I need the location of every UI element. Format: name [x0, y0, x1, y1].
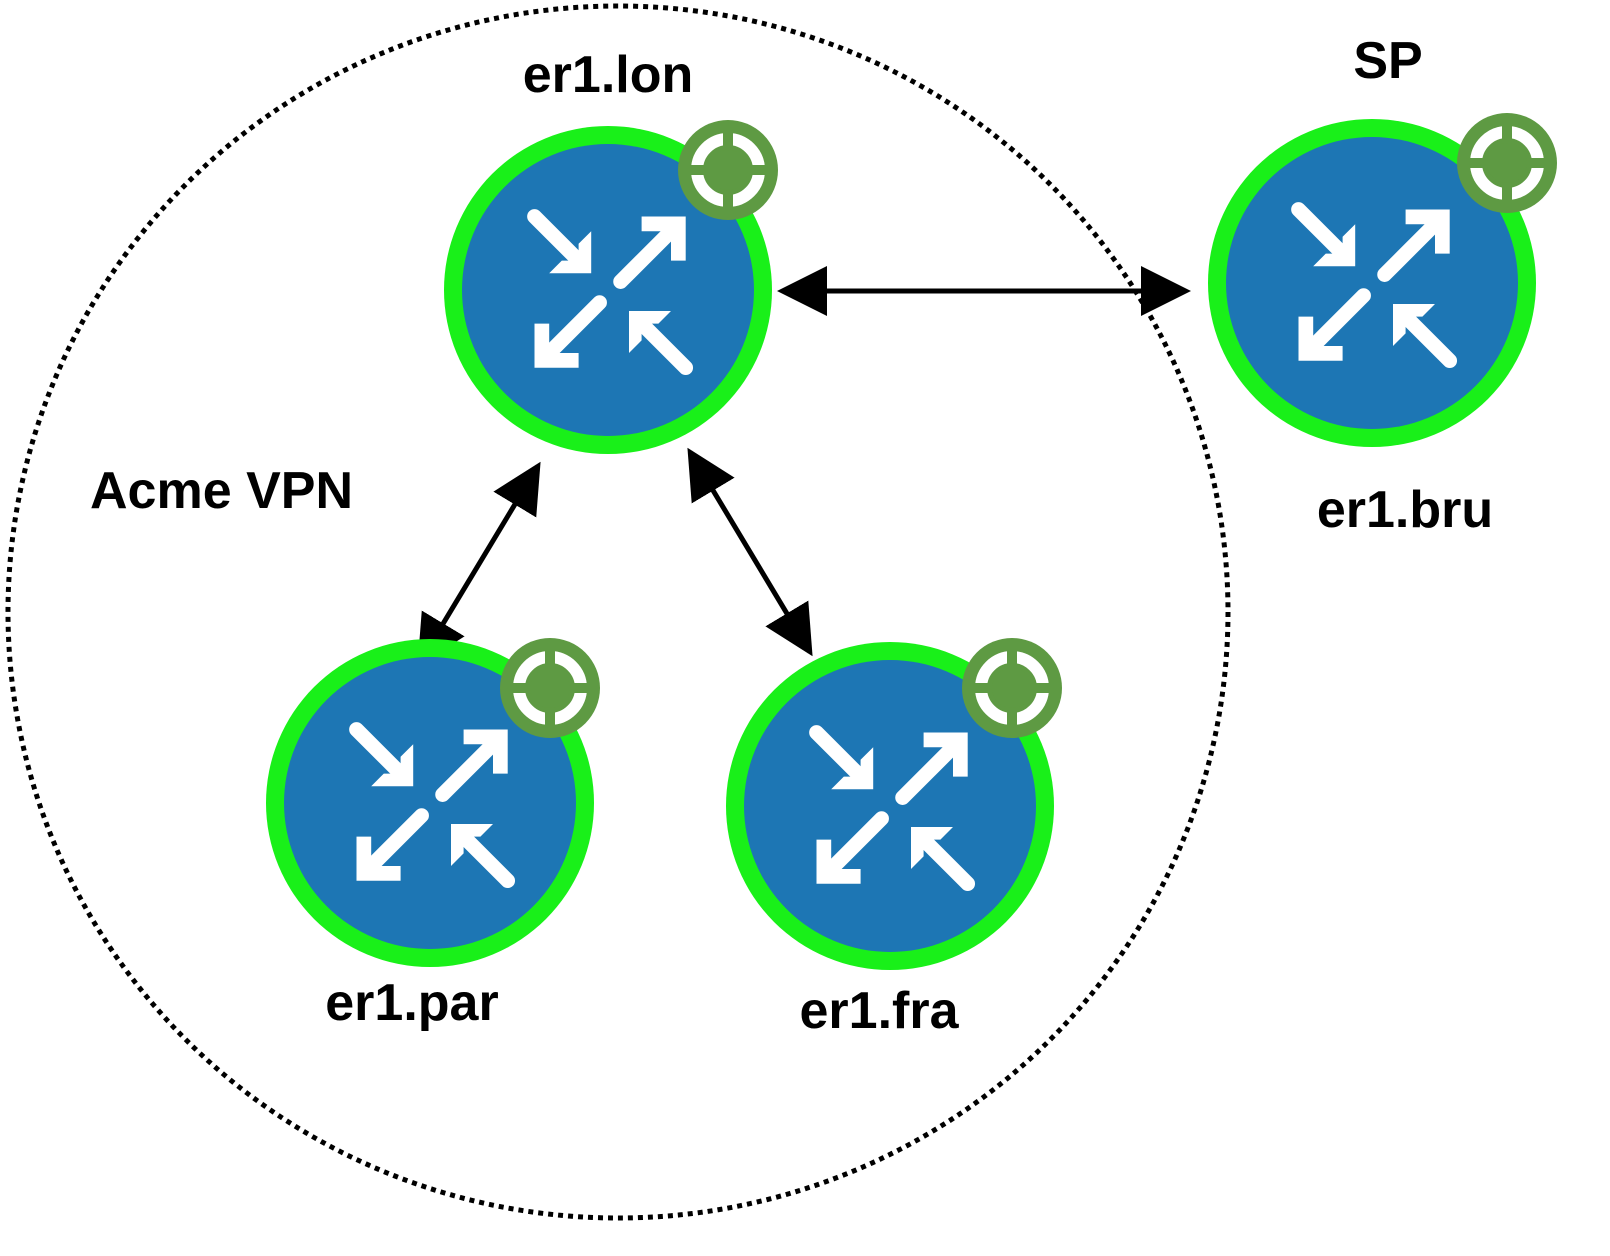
node-er1-lon[interactable] [444, 120, 778, 454]
node-er1-fra[interactable] [726, 638, 1062, 970]
acme-vpn-boundary [5, 3, 1231, 1221]
target-icon[interactable] [1457, 113, 1557, 213]
node-label-er1-lon: er1.lon [523, 46, 694, 104]
link-lon-fra[interactable] [687, 447, 813, 657]
group-label-sp: SP [1353, 32, 1422, 90]
node-label-er1-bru: er1.bru [1317, 481, 1493, 539]
node-er1-par[interactable] [266, 638, 600, 967]
target-icon[interactable] [500, 638, 600, 738]
group-label-acme-vpn: Acme VPN [90, 462, 353, 520]
node-label-er1-fra: er1.fra [800, 982, 960, 1040]
node-label-er1-par: er1.par [325, 974, 498, 1032]
link-lon-par[interactable] [417, 461, 541, 667]
links [417, 266, 1191, 667]
node-er1-bru[interactable] [1208, 113, 1557, 447]
target-icon[interactable] [962, 638, 1062, 738]
target-icon[interactable] [678, 120, 778, 220]
